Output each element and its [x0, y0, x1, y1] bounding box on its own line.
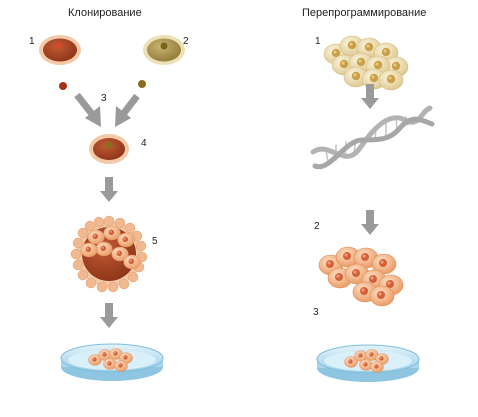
arrow-right-diagonal: [115, 93, 140, 127]
reprogramming-title: Перепрограммирование: [302, 7, 427, 19]
reprogramming-step-2-label: 2: [314, 221, 320, 232]
cloning-step-5-label: 5: [152, 236, 158, 247]
cloning-step-3-label: 3: [101, 93, 107, 104]
donor-cell: [39, 35, 81, 65]
olive-nucleus: [138, 80, 146, 88]
egg-cell: [143, 35, 185, 65]
blastocyst: [70, 215, 148, 293]
petri-dish-right: [316, 344, 420, 382]
fused-cell: [89, 134, 129, 164]
reprogramming-step-3-label: 3: [313, 307, 319, 318]
cloning-title: Клонирование: [68, 7, 142, 19]
dna-helix: [310, 105, 435, 170]
reprogrammed-cell-cluster: [318, 246, 404, 307]
arrow-down-to-blastocyst: [100, 177, 118, 202]
somatic-cell-cluster: [323, 35, 409, 91]
reprogramming-step-1-label: 1: [315, 36, 321, 47]
arrow-left-diagonal: [74, 92, 101, 127]
arrow-down-to-dish-left: [100, 303, 118, 328]
cloning-step-1-label: 1: [29, 36, 35, 47]
cloning-step-4-label: 4: [141, 138, 147, 149]
arrow-down-to-ips: [361, 210, 379, 235]
red-nucleus: [59, 82, 67, 90]
petri-dish-left: [60, 343, 164, 381]
cloning-step-2-label: 2: [183, 36, 189, 47]
